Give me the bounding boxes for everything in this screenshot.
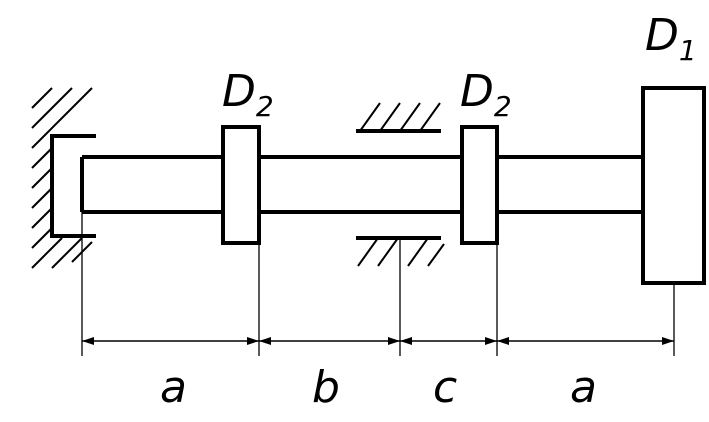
label-disk-right: D1	[645, 10, 697, 67]
left-wall-support	[31, 87, 93, 269]
disk-middle-d2	[460, 125, 499, 245]
extension-lines	[81, 212, 675, 356]
dimension-label-c: c	[433, 362, 457, 413]
dimension-label-a-left: a	[160, 362, 187, 413]
disk-left-d2	[221, 125, 261, 245]
label-disk-left: D2	[222, 66, 274, 123]
dimension-label-a-right: a	[570, 362, 597, 413]
shaft	[80, 155, 643, 214]
middle-support-bearing	[356, 102, 445, 267]
dimension-label-b: b	[312, 362, 340, 413]
disk-right-d1	[641, 86, 706, 285]
left-wall-clamp	[50, 134, 96, 238]
label-disk-middle: D2	[460, 66, 512, 123]
